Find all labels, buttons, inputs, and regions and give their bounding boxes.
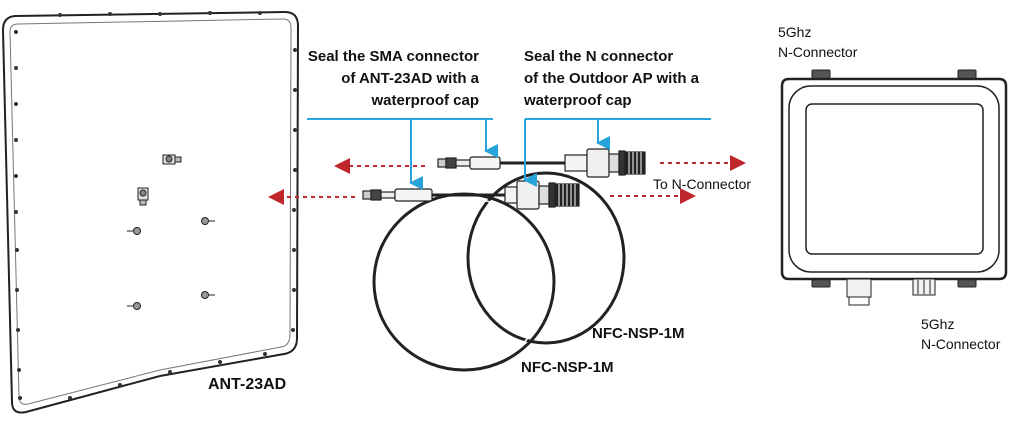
n-plug-back xyxy=(564,148,646,178)
sma-callout xyxy=(307,118,498,190)
n-callout-line-1: Seal the N connector xyxy=(524,48,674,65)
panel-sma-connector xyxy=(137,187,149,206)
n-callout-line-3: waterproof cap xyxy=(524,92,632,109)
n-callout-line-2: of the Outdoor AP with a xyxy=(524,70,699,87)
mounting-bolt xyxy=(127,217,215,310)
outdoor-ap-unit xyxy=(780,69,1008,306)
cable-front-label: NFC-NSP-1M xyxy=(521,359,614,376)
ap-top-connector-line-1: 5Ghz xyxy=(778,24,812,40)
ap-bottom-port xyxy=(846,278,872,306)
sma-callout-line-2: of ANT-23AD with a xyxy=(341,70,479,87)
sma-plug-back xyxy=(437,156,501,170)
antenna-label: ANT-23AD xyxy=(208,376,287,393)
ap-bottom-port xyxy=(912,278,936,296)
panel-sma-connector xyxy=(162,154,182,165)
antenna-panel xyxy=(1,10,300,414)
ap-bottom-connector-line-1: 5Ghz xyxy=(921,316,955,332)
cable-front xyxy=(372,192,556,372)
ap-bottom-connector-line-2: N-Connector xyxy=(921,336,1001,352)
n-callout xyxy=(523,118,711,187)
to-n-connector-label: To N-Connector xyxy=(653,176,752,192)
sma-callout-line-3: waterproof cap xyxy=(371,92,479,109)
sma-callout-line-1: Seal the SMA connector xyxy=(307,48,479,65)
sma-plug-front xyxy=(362,188,433,202)
n-plug-front xyxy=(504,180,580,210)
direction-arrows xyxy=(268,155,746,205)
ap-top-connector-line-2: N-Connector xyxy=(778,44,858,60)
cable-back-label: NFC-NSP-1M xyxy=(592,325,685,342)
